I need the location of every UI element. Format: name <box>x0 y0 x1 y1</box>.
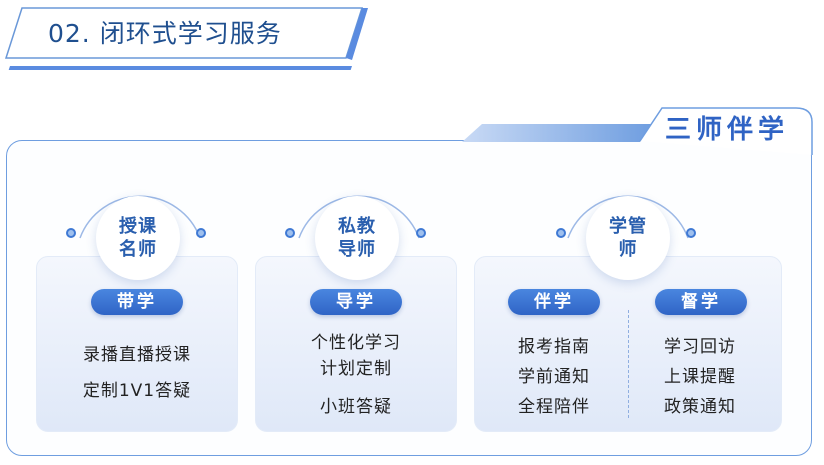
dot-icon <box>416 228 426 238</box>
card-lecturer <box>36 256 238 432</box>
header-banner <box>4 7 368 70</box>
service-item: 全程陪伴 <box>518 397 590 417</box>
pill-label: 导学 <box>310 289 402 315</box>
service-item: 小班答疑 <box>320 397 392 417</box>
card-tutor <box>255 256 457 432</box>
role-badge: 私教 导师 <box>315 196 399 280</box>
role-badge: 学管 师 <box>586 196 670 280</box>
pill-label-right: 督学 <box>655 289 747 315</box>
role-line: 私教 <box>338 216 376 237</box>
panel-tab-title: 三师伴学 <box>664 115 789 145</box>
service-item: 报考指南 <box>518 337 590 357</box>
panel-tab <box>462 107 813 155</box>
role-line: 学管 <box>609 216 647 237</box>
pill-label: 带学 <box>91 289 183 315</box>
service-item: 个性化学习 <box>311 333 401 353</box>
dot-icon <box>66 228 76 238</box>
dot-icon <box>285 228 295 238</box>
role-line: 名师 <box>119 239 157 260</box>
service-item: 学前通知 <box>518 367 590 387</box>
service-item: 录播直播授课 <box>83 345 191 365</box>
pill-label-left: 伴学 <box>508 289 600 315</box>
role-line: 授课 <box>119 216 157 237</box>
service-item: 学习回访 <box>664 337 736 357</box>
role-badge: 授课 名师 <box>96 196 180 280</box>
role-line: 导师 <box>338 239 376 260</box>
dot-icon <box>686 228 696 238</box>
service-item: 计划定制 <box>320 359 392 379</box>
dot-icon <box>556 228 566 238</box>
column-divider <box>628 310 629 418</box>
service-item: 定制1V1答疑 <box>82 381 192 401</box>
section-title: 02. 闭环式学习服务 <box>48 19 282 48</box>
role-line: 师 <box>618 239 638 260</box>
service-item: 政策通知 <box>664 397 736 417</box>
dot-icon <box>196 228 206 238</box>
service-item: 上课提醒 <box>664 367 736 387</box>
